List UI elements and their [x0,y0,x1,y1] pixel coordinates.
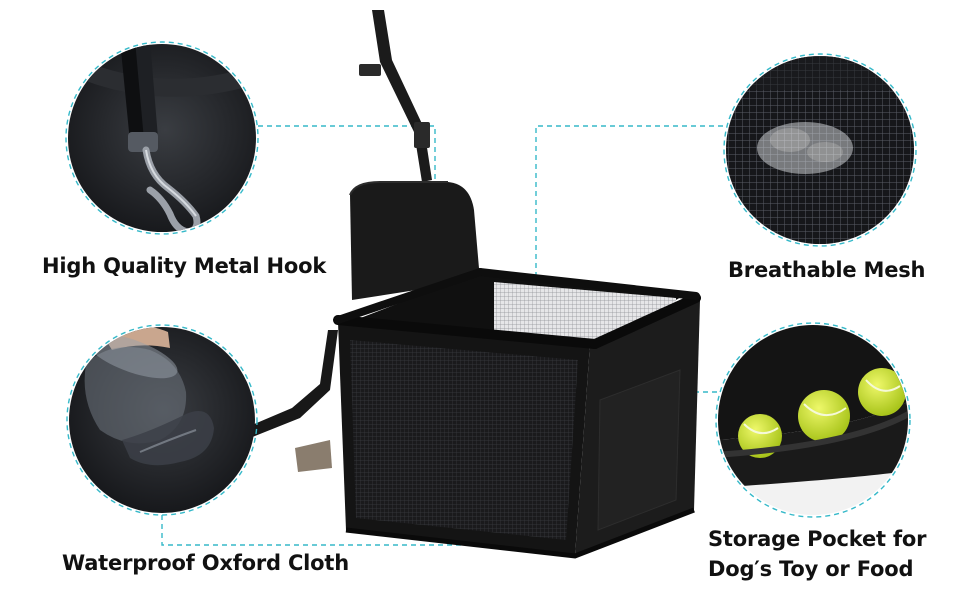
mesh-feature-label: Breathable Mesh [728,258,926,282]
pocket-feature-label: Storage Pocket for Dog′s Toy or Food [708,524,926,584]
storage-pocket-detail [715,322,911,518]
pet-car-seat [226,10,701,559]
tennis-ball [798,390,850,442]
hook-feature-label: High Quality Metal Hook [42,254,327,278]
breathable-mesh-detail [723,53,917,247]
waterproof-cloth-detail [66,324,258,516]
pocket-feature-label-line1: Storage Pocket for [708,527,927,551]
cloth-feature-label: Waterproof Oxford Cloth [62,551,350,575]
hook-leader-line [258,125,436,440]
tennis-ball [858,368,906,416]
metal-hook-detail [65,41,259,235]
mesh-leader-line [535,125,723,325]
pocket-feature-label-line2: Dog′s Toy or Food [708,557,914,581]
